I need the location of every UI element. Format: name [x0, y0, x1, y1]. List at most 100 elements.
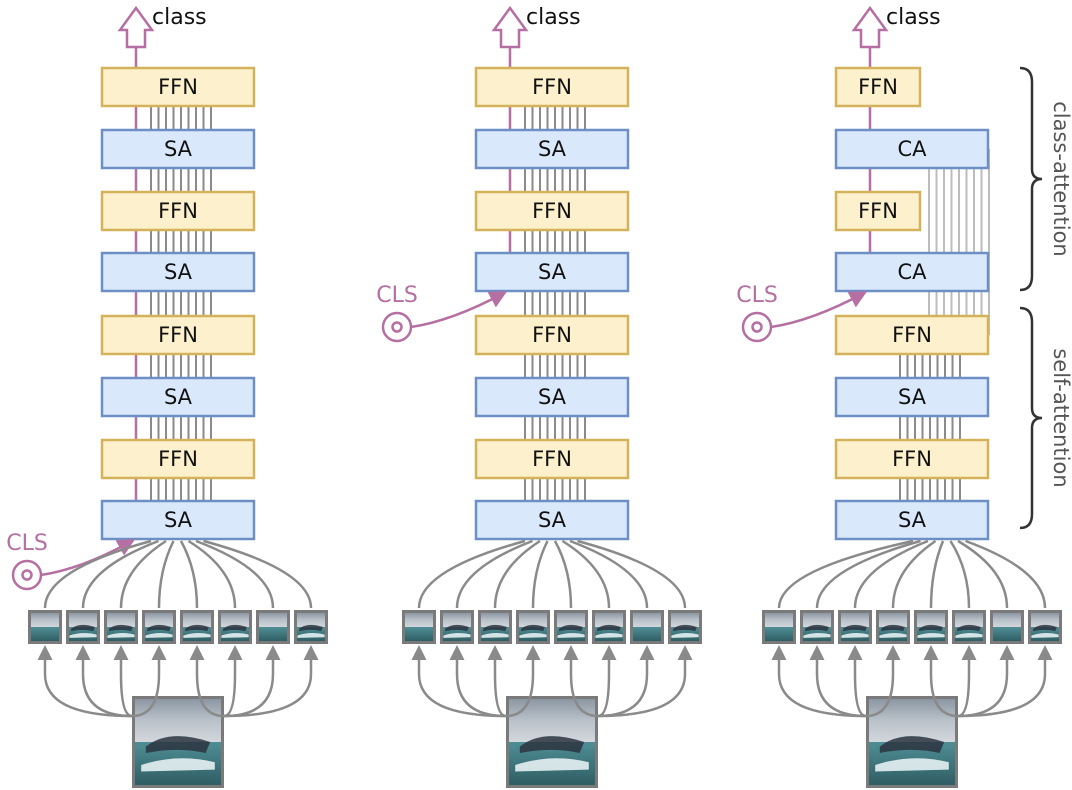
sky: [135, 699, 221, 742]
block-label: FFN: [858, 75, 898, 99]
iceberg-ice: [107, 633, 135, 638]
block-box: [474, 251, 630, 293]
patch-thumbnail: [180, 610, 214, 644]
block-box: [834, 499, 990, 541]
cls-insert-arrow: [40, 539, 136, 577]
split-arrow: [223, 645, 243, 718]
class-attention-label: class-attention: [1049, 101, 1072, 257]
input-image: [866, 696, 958, 788]
iceberg-ice: [183, 633, 211, 638]
cls-token-dot: [751, 321, 763, 333]
patch-tokens: [762, 610, 1062, 644]
block-label: SA: [164, 137, 193, 161]
cls-token: CLS: [736, 283, 868, 343]
cls-token-icon: [381, 311, 413, 343]
iceberg-ice: [443, 633, 471, 638]
sky: [183, 613, 211, 627]
iceberg-ice: [879, 633, 907, 638]
block-label: SA: [538, 260, 567, 284]
patch-thumbnail: [28, 610, 62, 644]
cls-insert-arrow: [410, 291, 508, 329]
sky: [595, 613, 623, 627]
ffn-block: FFN: [474, 190, 630, 232]
block-box: [474, 499, 630, 541]
patch-line: [891, 539, 937, 609]
patch-line: [203, 539, 313, 609]
iceberg-ice: [519, 633, 547, 638]
ffn-block: FFN: [834, 190, 922, 232]
output-class-arrow: class: [851, 5, 941, 49]
patch-thumbnail: [516, 610, 550, 644]
split-arrow: [563, 645, 599, 718]
iceberg-ice: [917, 633, 945, 638]
sky: [259, 613, 287, 627]
ffn-block: FFN: [474, 314, 630, 356]
ca-block: CA: [834, 128, 990, 170]
patch-thumbnail: [914, 610, 948, 644]
block-box: [474, 314, 630, 356]
ffn-block: FFN: [834, 438, 990, 480]
patch-thumbnail: [402, 610, 436, 644]
iceberg-ice: [557, 633, 585, 638]
sky: [955, 613, 983, 627]
sa-block: SA: [100, 499, 256, 541]
block-box: [100, 499, 256, 541]
cls-token: CLS: [376, 283, 508, 343]
split-arrow: [597, 645, 617, 718]
block-label: SA: [164, 385, 193, 409]
split-arrow: [75, 645, 133, 718]
iceberg-shadow: [483, 624, 507, 632]
sky: [297, 613, 325, 627]
token-stream-lines: [899, 149, 990, 520]
sky: [405, 613, 433, 627]
sky: [221, 613, 249, 627]
block-label: FFN: [892, 447, 932, 471]
patch-line: [531, 540, 549, 609]
patch-line: [815, 539, 921, 609]
iceberg-shadow: [445, 624, 469, 632]
iceberg-ice: [1031, 633, 1059, 638]
split-arrow: [957, 645, 1053, 718]
up-arrow-icon: [117, 5, 155, 49]
patch-line: [957, 539, 1009, 609]
input-photo: [132, 696, 224, 788]
split-arrow: [809, 645, 867, 718]
image-to-patch-arrows: [771, 645, 1053, 718]
sa-block: SA: [100, 128, 256, 170]
iceberg-ice: [955, 633, 983, 638]
sky: [879, 613, 907, 627]
sky: [519, 613, 547, 627]
ffn-block: FFN: [100, 66, 256, 108]
iceberg-shadow: [879, 736, 945, 754]
block-box: [474, 128, 630, 170]
block-box: [100, 66, 256, 108]
ffn-block: FFN: [100, 190, 256, 232]
up-arrow-icon: [491, 5, 529, 49]
patch-to-block-lines: [43, 539, 313, 609]
patch-line: [853, 539, 929, 609]
block-label: SA: [898, 508, 927, 532]
iceberg-shadow: [1033, 624, 1057, 632]
sky: [917, 613, 945, 627]
sky: [31, 613, 59, 627]
iceberg-shadow: [519, 736, 585, 754]
sa-block: SA: [474, 499, 630, 541]
patch-line: [43, 539, 152, 609]
sky: [107, 613, 135, 627]
split-arrow: [411, 645, 507, 718]
sky: [69, 613, 97, 627]
patch-thumbnail: [478, 610, 512, 644]
sky: [1031, 613, 1059, 627]
patch-line: [965, 539, 1047, 609]
split-arrow: [597, 645, 693, 718]
iceberg-shadow: [145, 736, 211, 754]
ffn-block: FFN: [100, 314, 256, 356]
sky: [765, 613, 793, 627]
patch-line: [179, 540, 199, 609]
patch-thumbnail: [800, 610, 834, 644]
block-label: FFN: [532, 323, 572, 347]
patch-line: [493, 539, 541, 609]
